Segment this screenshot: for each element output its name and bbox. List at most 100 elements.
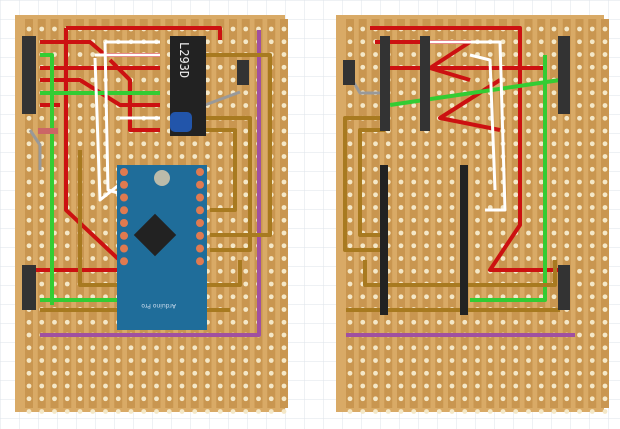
hole [589, 307, 595, 312]
hole [513, 409, 519, 414]
white-wire [93, 57, 126, 202]
hole [602, 179, 608, 185]
hole [360, 383, 366, 389]
hole [411, 205, 417, 210]
hole [589, 383, 595, 389]
hole [39, 243, 45, 249]
arduino-label: Arduino Pro [141, 302, 176, 309]
brown-wire [358, 128, 385, 237]
hole [487, 409, 493, 414]
hole [411, 396, 417, 402]
hole [487, 319, 493, 325]
hole [90, 141, 96, 147]
hole [205, 77, 210, 83]
hole [115, 370, 121, 376]
hole [564, 192, 570, 198]
hole [577, 205, 582, 210]
hole [564, 141, 570, 147]
hole [90, 166, 96, 172]
hole [513, 294, 519, 300]
header-connector [558, 36, 570, 114]
hole [39, 26, 45, 32]
hole [577, 217, 582, 223]
hole [268, 409, 274, 414]
hole [411, 103, 417, 108]
hole [513, 319, 519, 325]
hole [347, 179, 353, 185]
hole [424, 409, 429, 414]
hole [475, 409, 480, 414]
hole [373, 256, 378, 261]
hole [243, 90, 249, 96]
hole [192, 370, 198, 376]
hole [577, 319, 582, 325]
hole [281, 230, 287, 236]
hole [347, 154, 353, 159]
hole [347, 409, 353, 414]
hole [551, 230, 557, 236]
hole [577, 370, 582, 376]
hole [52, 319, 57, 325]
hole [424, 396, 429, 402]
hole [77, 409, 83, 414]
hole [589, 281, 595, 287]
hole [475, 345, 480, 351]
hole [589, 77, 595, 83]
hole [360, 294, 366, 300]
hole [268, 243, 274, 249]
hole [424, 319, 429, 325]
hole [526, 26, 531, 32]
hole [281, 115, 287, 121]
hole [577, 243, 582, 249]
hole [217, 64, 223, 70]
hole [551, 39, 557, 45]
hole [205, 409, 210, 414]
hole [589, 396, 595, 402]
hole [373, 243, 378, 249]
reset-button [154, 170, 170, 186]
hole [39, 294, 45, 300]
hole [398, 128, 404, 134]
hole [243, 192, 249, 198]
hole [602, 217, 608, 223]
hole [475, 77, 480, 83]
hole [64, 230, 70, 236]
hole [513, 396, 519, 402]
hole [436, 205, 442, 210]
hole [115, 115, 121, 121]
hole [166, 409, 172, 414]
hole [475, 370, 480, 376]
red-wire [108, 58, 160, 132]
hole [475, 268, 480, 274]
hole [500, 230, 506, 236]
hole [268, 319, 274, 325]
hole [281, 319, 287, 325]
hole [217, 370, 223, 376]
hole [90, 358, 96, 363]
hole [230, 396, 236, 402]
hole [166, 154, 172, 159]
hole [589, 345, 595, 351]
hole [411, 243, 417, 249]
hole [538, 115, 544, 121]
hole [436, 77, 442, 83]
hole [115, 396, 121, 402]
hole [526, 383, 531, 389]
hole [64, 256, 70, 261]
hole [360, 345, 366, 351]
copper-strip [435, 19, 444, 408]
hole [192, 383, 198, 389]
hole [551, 115, 557, 121]
hole [360, 103, 366, 108]
hole [436, 90, 442, 96]
hole [449, 141, 455, 147]
hole [128, 141, 134, 147]
hole [243, 383, 249, 389]
hole [449, 166, 455, 172]
hole [39, 205, 45, 210]
hole [589, 370, 595, 376]
hole [577, 179, 582, 185]
hole [373, 319, 378, 325]
hole [589, 141, 595, 147]
